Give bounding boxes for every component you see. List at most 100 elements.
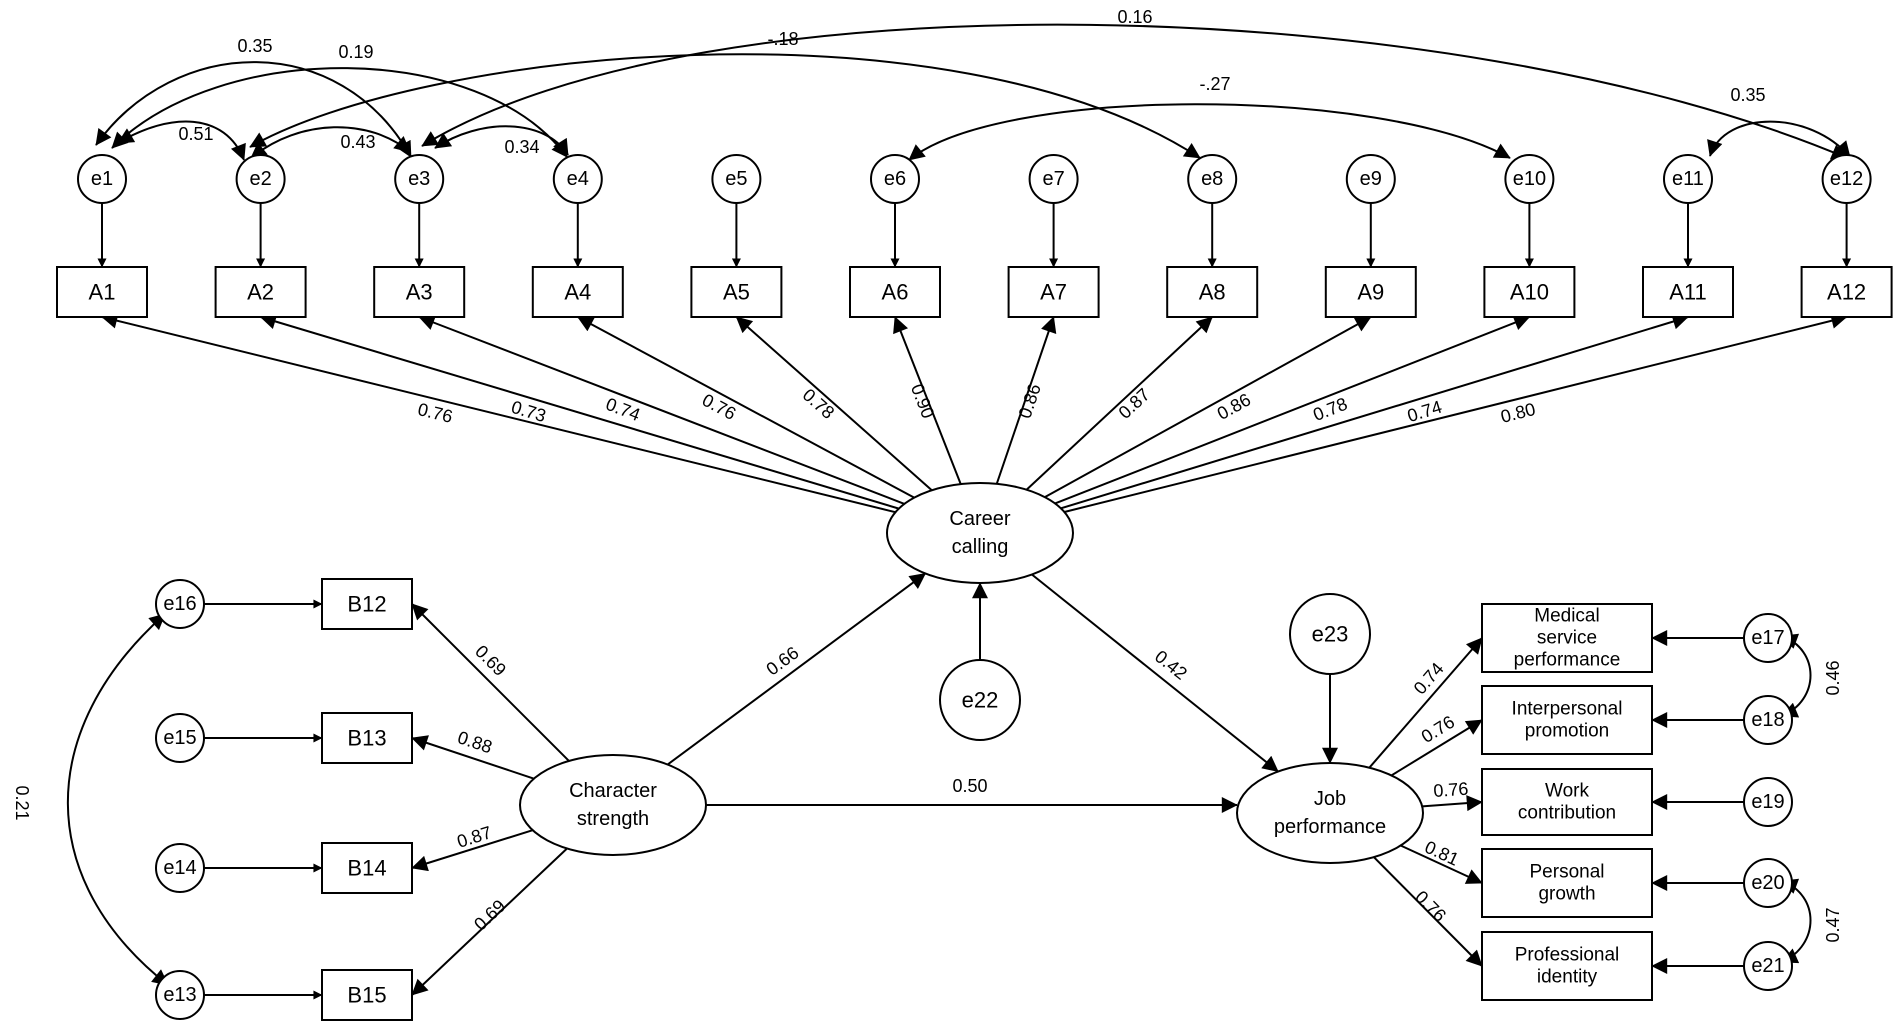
latent-label-character-2: strength (577, 808, 649, 830)
error-label-e1: e1 (91, 168, 113, 190)
latent-label-career-2: calling (952, 536, 1009, 558)
indicator-label-b14: B14 (347, 856, 386, 881)
indicator-box-job-4 (1481, 848, 1653, 918)
indicator-text-job-1-2: service (1537, 628, 1597, 649)
indicator-label-a3: A3 (406, 280, 433, 305)
loading-arrow-character-b12 (411, 603, 570, 762)
indicator-label-b13: B13 (347, 726, 386, 751)
covariance-arrow-e1-e2 (117, 120, 246, 161)
indicator-label-a9: A9 (1357, 280, 1384, 305)
error-label-e11: e11 (1672, 168, 1704, 190)
loading-arrow-career-a11 (1060, 313, 1689, 510)
indicator-text-job-1-3: performance (1514, 650, 1621, 671)
loading-arrow-career-a6 (893, 316, 962, 485)
error-label-e6: e6 (884, 168, 906, 190)
covariance-value-e2-e8: -.18 (767, 29, 798, 49)
covariance-arrow-e3-e4 (434, 125, 569, 156)
indicator-box-a11 (1642, 266, 1734, 318)
indicator-label-a5: A5 (723, 280, 750, 305)
indicator-label-a4: A4 (564, 280, 591, 305)
error-node-e21 (1743, 941, 1793, 991)
error-node-e9 (1345, 154, 1396, 204)
loading-value-job-1: 0.74 (1410, 659, 1448, 699)
indicator-box-b12 (321, 578, 413, 630)
nodes-layer: A1e1A2e2A3e3A4e4A5e5A6e6A7e7A8e8A9e9A10e… (56, 154, 1893, 1021)
indicator-text-job-3-1: Work (1545, 781, 1589, 802)
loading-value-job-5: 0.76 (1411, 887, 1450, 926)
loading-value-b13: 0.88 (455, 727, 495, 757)
indicator-box-job-1 (1481, 603, 1653, 673)
error-label-e15: e15 (163, 727, 196, 749)
indicator-label-a12: A12 (1827, 280, 1866, 305)
latent-job (1236, 762, 1424, 864)
path-value-career-to-job: 0.42 (1151, 646, 1191, 684)
loading-arrow-career-a1 (101, 312, 896, 514)
loading-arrow-career-a9 (1044, 316, 1372, 499)
indicator-text-job-3-2: contribution (1518, 803, 1616, 824)
loading-value-job-2: 0.76 (1418, 712, 1458, 747)
indicator-box-b13 (321, 712, 413, 764)
indicator-label-a1: A1 (89, 280, 116, 305)
loading-value-b14: 0.87 (455, 822, 494, 852)
loading-arrow-job-4 (1400, 844, 1483, 884)
error-label-e9: e9 (1360, 168, 1382, 190)
covariance-value-e20-e21: 0.47 (1823, 907, 1843, 942)
covariance-arrow-e3-e12 (421, 23, 1848, 160)
covariance-value-e2-e3: 0.43 (340, 132, 375, 152)
indicator-label-a7: A7 (1040, 280, 1067, 305)
latent-label-character-1: Character (569, 780, 657, 802)
covariance-arrow-e13-e16 (67, 613, 169, 986)
latent-career (886, 482, 1074, 584)
error-label-e17: e17 (1751, 627, 1784, 649)
loading-arrow-career-a4 (577, 316, 915, 499)
covariance-value-e1-e2: 0.51 (178, 124, 213, 144)
error-node-e4 (552, 154, 603, 204)
covariance-value-e11-e12: 0.35 (1730, 85, 1765, 105)
error-node-e7 (1028, 154, 1079, 204)
covariance-arrow-e17-e18 (1781, 633, 1812, 718)
indicator-box-a3 (373, 266, 466, 318)
covariance-arrow-e20-e21 (1781, 878, 1812, 964)
loading-arrow-career-a12 (1064, 312, 1848, 513)
covariance-arrow-e1-e3 (95, 61, 412, 158)
latent-label-career-1: Career (949, 508, 1010, 530)
path-arrow-character-to-career (667, 572, 927, 766)
error-label-e13: e13 (163, 984, 196, 1006)
error-node-e22 (939, 659, 1021, 741)
loading-arrow-character-b13 (411, 735, 535, 780)
covariance-arrow-e2-e3 (250, 126, 411, 159)
error-label-e21: e21 (1751, 955, 1784, 977)
loading-value-a4: 0.76 (699, 390, 739, 424)
indicator-text-job-4-2: growth (1538, 884, 1595, 905)
latent-character (519, 754, 707, 856)
indicator-label-a11: A11 (1669, 280, 1707, 305)
indicator-box-b15 (321, 969, 413, 1021)
indicator-label-b15: B15 (347, 983, 386, 1008)
indicator-box-job-3 (1481, 768, 1653, 836)
loading-value-a5: 0.78 (799, 385, 838, 423)
loading-arrow-career-a10 (1054, 315, 1531, 505)
covariance-arrow-e2-e8 (249, 53, 1201, 159)
error-node-e6 (870, 154, 920, 204)
indicator-text-job-5-1: Professional (1515, 945, 1620, 966)
covariance-value-e3-e4: 0.34 (504, 137, 539, 157)
indicator-text-job-1-1: Medical (1534, 606, 1599, 627)
covariance-value-e6-e10: -.27 (1199, 74, 1230, 94)
covariance-value-e1-e3: 0.35 (237, 36, 272, 56)
covariance-arrow-e6-e10 (908, 103, 1511, 161)
indicator-box-a5 (690, 266, 783, 318)
error-node-e13 (155, 970, 205, 1020)
loading-value-a6: 0.90 (907, 381, 938, 421)
error-label-e16: e16 (163, 593, 196, 615)
indicator-box-a9 (1324, 266, 1417, 318)
loading-value-a8: 0.87 (1115, 384, 1154, 423)
error-node-e17 (1743, 613, 1793, 663)
path-arrow-career-to-job (1031, 573, 1279, 773)
covariance-value-e1-e4: 0.19 (338, 42, 373, 62)
indicator-box-b14 (321, 842, 413, 894)
error-node-e11 (1663, 154, 1713, 204)
loading-arrow-job-5 (1373, 856, 1483, 967)
loading-arrow-career-a3 (418, 314, 905, 505)
loading-value-b15: 0.69 (470, 896, 509, 935)
